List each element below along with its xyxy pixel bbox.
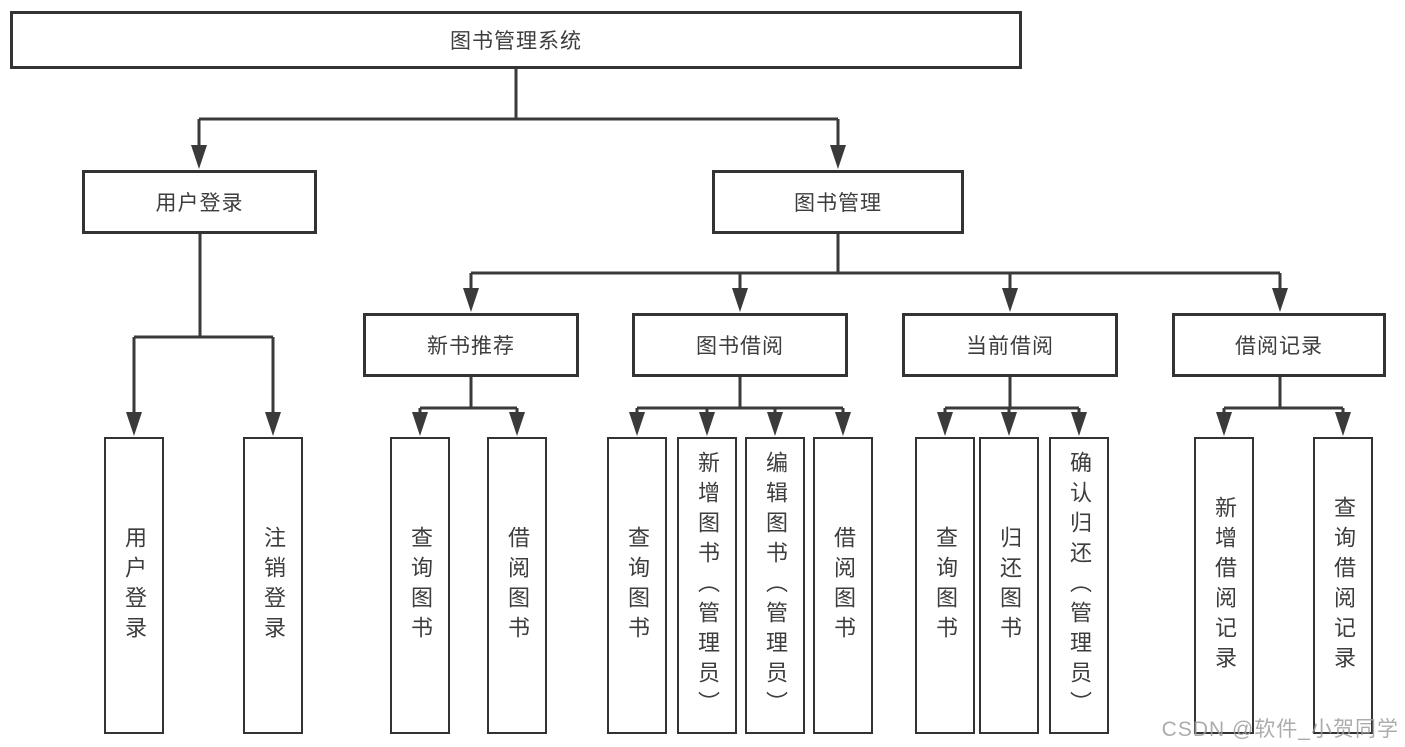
leaf-edit-books-admin: 编辑图书（管理员） (745, 437, 805, 734)
leaf-query-books-borrow: 查询图书 (607, 437, 667, 734)
leaf-query-books-borrow-label: 查询图书 (625, 525, 650, 646)
leaf-query-books-recommend-label: 查询图书 (408, 525, 433, 646)
leaf-user-login-label: 用户登录 (122, 525, 147, 646)
leaf-edit-books-admin-label: 编辑图书（管理员） (763, 450, 788, 721)
arrowheads (126, 145, 1351, 436)
leaf-borrow-books-recommend-label: 借阅图书 (505, 525, 530, 646)
leaf-query-borrow-record-label: 查询借阅记录 (1331, 495, 1356, 676)
node-book-management-label: 图书管理 (794, 192, 882, 215)
node-book-borrow-label: 图书借阅 (696, 335, 784, 358)
node-new-book-recommend: 新书推荐 (363, 313, 579, 377)
leaf-query-books-current: 查询图书 (915, 437, 975, 734)
node-current-borrow: 当前借阅 (902, 313, 1118, 377)
leaf-add-borrow-record: 新增借阅记录 (1194, 437, 1254, 734)
node-root-label: 图书管理系统 (450, 30, 582, 53)
leaf-confirm-return-admin-label: 确认归还（管理员） (1067, 450, 1092, 721)
leaf-logout: 注销登录 (243, 437, 303, 734)
node-user-login-label: 用户登录 (155, 192, 244, 215)
leaf-query-books-current-label: 查询图书 (933, 525, 958, 646)
leaf-query-borrow-record: 查询借阅记录 (1313, 437, 1373, 734)
leaf-add-borrow-record-label: 新增借阅记录 (1212, 495, 1237, 676)
leaf-logout-label: 注销登录 (261, 525, 286, 646)
node-current-borrow-label: 当前借阅 (966, 335, 1054, 358)
leaf-return-books-label: 归还图书 (997, 525, 1022, 646)
leaf-add-books-admin-label: 新增图书（管理员） (695, 450, 720, 721)
csdn-watermark: CSDN @软件_小贺同学 (1161, 718, 1399, 741)
node-user-login: 用户登录 (82, 170, 317, 234)
leaf-borrow-books-label: 借阅图书 (831, 525, 856, 646)
leaf-borrow-books: 借阅图书 (813, 437, 873, 734)
node-book-borrow: 图书借阅 (632, 313, 848, 377)
leaf-return-books: 归还图书 (979, 437, 1039, 734)
node-borrow-records: 借阅记录 (1172, 313, 1386, 377)
leaf-borrow-books-recommend: 借阅图书 (487, 437, 547, 734)
node-root: 图书管理系统 (10, 11, 1022, 69)
node-new-book-recommend-label: 新书推荐 (427, 335, 515, 358)
leaf-confirm-return-admin: 确认归还（管理员） (1049, 437, 1109, 734)
node-borrow-records-label: 借阅记录 (1235, 335, 1323, 358)
leaf-query-books-recommend: 查询图书 (390, 437, 450, 734)
leaf-add-books-admin: 新增图书（管理员） (677, 437, 737, 734)
leaf-user-login: 用户登录 (104, 437, 164, 734)
node-book-management: 图书管理 (712, 170, 964, 234)
